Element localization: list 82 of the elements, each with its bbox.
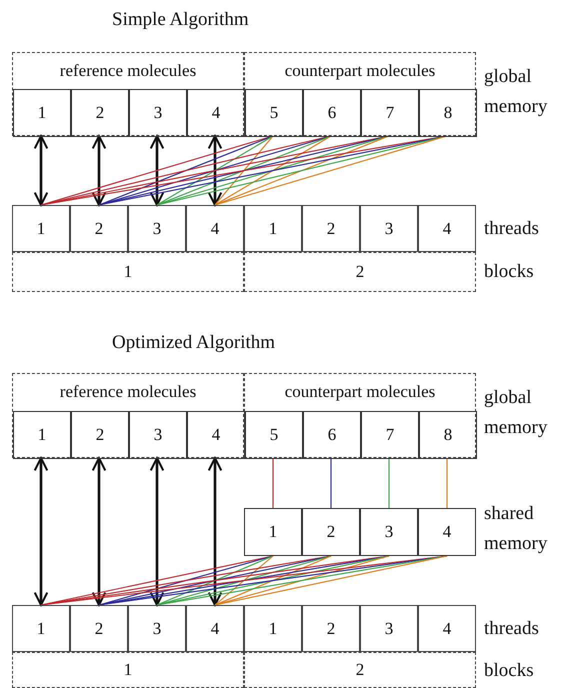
double-arrow [34,456,48,606]
row-label: threads [484,617,539,641]
memory-cell: 2 [302,508,360,556]
group-title: counterpart molecules [284,61,436,81]
double-arrow [150,134,164,206]
row-label: threads [484,217,539,241]
memory-cell: 5 [245,411,303,459]
connector-line [214,135,448,206]
double-arrow [150,456,164,606]
thread-cell: 2 [302,205,360,252]
memory-cell: 4 [187,89,245,137]
connector-line [214,556,274,606]
memory-cell: 3 [129,89,187,137]
connector-line [98,135,274,206]
row-label: global memory [484,65,548,119]
block-cell: 1 [12,252,244,292]
thread-cell: 4 [186,205,244,252]
thread-cell: 2 [302,605,360,652]
connector-line [214,136,332,206]
memory-cell: 4 [187,411,245,459]
block-cell: 1 [12,652,244,688]
thread-cell: 3 [360,605,418,652]
thread-cell: 1 [12,205,70,252]
memory-cell: 3 [360,508,418,556]
connector-line [446,458,448,508]
double-arrow [34,134,48,206]
block-cell: 2 [244,652,476,688]
memory-cell: 8 [419,411,477,459]
thread-cell: 3 [128,205,186,252]
connector-line [214,555,390,606]
memory-cell: 8 [419,89,477,137]
memory-cell: 7 [361,89,419,137]
connector-line [330,458,332,508]
connector-line [214,555,448,606]
memory-cell: 6 [303,411,361,459]
double-arrow [92,134,106,206]
row-label: shared memory [484,502,548,556]
connector-line [272,458,274,508]
memory-cell: 7 [361,411,419,459]
group-title: counterpart molecules [284,382,436,402]
group-title: reference molecules [58,382,198,402]
memory-group-box [244,373,476,458]
connector-line [98,555,274,606]
memory-cell: 1 [13,411,71,459]
double-arrow [92,456,106,606]
thread-cell: 4 [186,605,244,652]
connector-line [388,458,390,508]
memory-cell: 4 [418,508,476,556]
thread-cell: 3 [128,605,186,652]
connector-line [156,136,274,206]
block-cell: 2 [244,252,476,292]
section-heading: Simple Algorithm [112,8,249,32]
thread-cell: 1 [244,205,302,252]
double-arrow [208,456,222,606]
connector-line [214,556,332,606]
memory-cell: 5 [245,89,303,137]
thread-cell: 4 [418,205,476,252]
memory-group-box [12,373,244,458]
thread-cell: 2 [70,205,128,252]
memory-cell: 3 [129,411,187,459]
memory-cell: 1 [13,89,71,137]
row-label: blocks [484,659,534,683]
memory-group-box [244,52,476,136]
row-label: blocks [484,260,534,284]
connector-line [156,555,332,606]
memory-cell: 6 [303,89,361,137]
thread-cell: 1 [244,605,302,652]
connector-line [214,135,390,206]
section-heading: Optimized Algorithm [112,331,276,355]
thread-cell: 3 [360,205,418,252]
connector-line [156,556,274,606]
thread-cell: 2 [70,605,128,652]
memory-group-box [12,52,244,136]
memory-cell: 2 [71,89,129,137]
thread-cell: 1 [12,605,70,652]
thread-cell: 4 [418,605,476,652]
memory-cell: 2 [71,411,129,459]
connector-line [214,136,274,206]
group-title: reference molecules [58,61,198,81]
memory-cell: 1 [244,508,302,556]
row-label: global memory [484,386,548,440]
double-arrow [208,134,222,206]
